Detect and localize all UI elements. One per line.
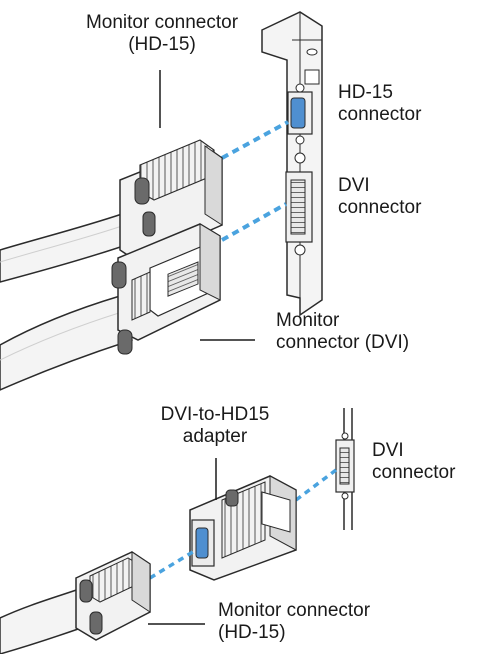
dashed-line-adapter-dvi (296, 470, 336, 500)
label-hd15-connector: HD-15 connector (338, 82, 421, 126)
label-dvi-connector-bottom: DVI connector (372, 440, 455, 484)
label-dvi-connector-top: DVI connector (338, 175, 421, 219)
dashed-line-cable-adapter (150, 550, 196, 578)
hd15-plug-bottom (76, 552, 150, 640)
label-top-monitor-hd15: Monitor connector (HD-15) (62, 12, 262, 56)
dvi-to-hd15-adapter (190, 476, 296, 580)
label-adapter: DVI-to-HD15 adapter (140, 404, 290, 448)
pci-bracket (262, 12, 322, 315)
label-monitor-dvi: Monitor connector (DVI) (276, 310, 409, 354)
label-bottom-monitor-hd15: Monitor connector (HD-15) (218, 600, 370, 644)
dashed-line-dvi (222, 204, 286, 240)
bracket-edge-bottom (336, 408, 354, 530)
dashed-line-hd15 (222, 122, 288, 158)
dvi-cable-top (0, 296, 132, 390)
